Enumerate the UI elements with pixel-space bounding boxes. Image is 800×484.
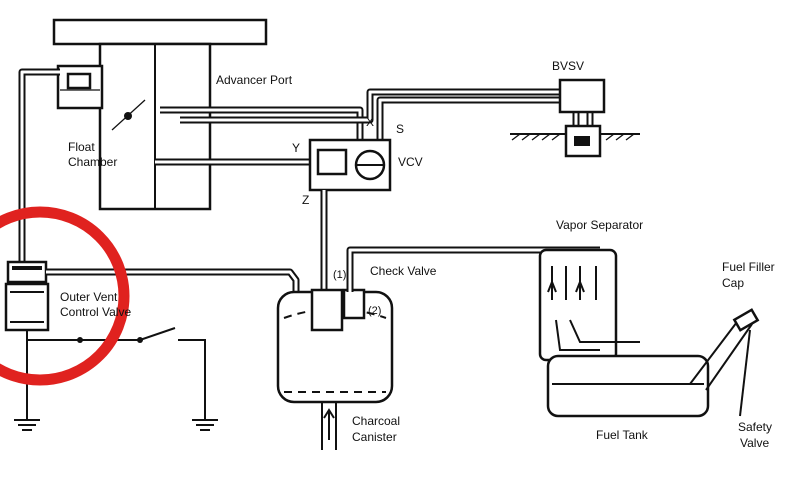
charcoal-canister [276, 288, 394, 450]
label-safety-valve-line1: Safety [738, 420, 773, 434]
label-advancer-port: Advancer Port [216, 73, 293, 87]
float-chamber [56, 64, 104, 110]
label-bvsv: BVSV [552, 59, 585, 73]
label-port-z: Z [302, 193, 310, 207]
highlight-circle [0, 206, 130, 386]
float-vent-line [18, 68, 60, 266]
label-port-x: X [366, 115, 375, 129]
carburetor [52, 18, 268, 211]
label-port-1: (1) [333, 269, 347, 281]
label-port-s: S [396, 122, 405, 136]
label-fuel-filler-cap-line2: Cap [722, 276, 745, 290]
label-charcoal-canister-line1: Charcoal [352, 414, 401, 428]
label-safety-valve-line2: Valve [740, 436, 770, 450]
label-fuel-filler-cap-line1: Fuel Filler [722, 260, 775, 274]
label-outer-vent-line1: Outer Vent [60, 290, 118, 304]
label-fuel-tank: Fuel Tank [596, 428, 648, 442]
label-vapor-separator: Vapor Separator [556, 218, 644, 232]
vcv-valve [308, 138, 392, 192]
label-port-2: (2) [368, 305, 382, 317]
fuel-tank-assembly [538, 248, 760, 418]
bvsv-valve [510, 78, 640, 158]
label-float-chamber-line1: Float [68, 140, 95, 154]
label-port-y: Y [292, 141, 301, 155]
label-vcv: VCV [398, 155, 423, 169]
label-check-valve: Check Valve [370, 264, 437, 278]
label-outer-vent-line2: Control Valve [60, 305, 132, 319]
label-charcoal-canister-line2: Canister [352, 430, 397, 444]
label-float-chamber-line2: Chamber [68, 155, 118, 169]
